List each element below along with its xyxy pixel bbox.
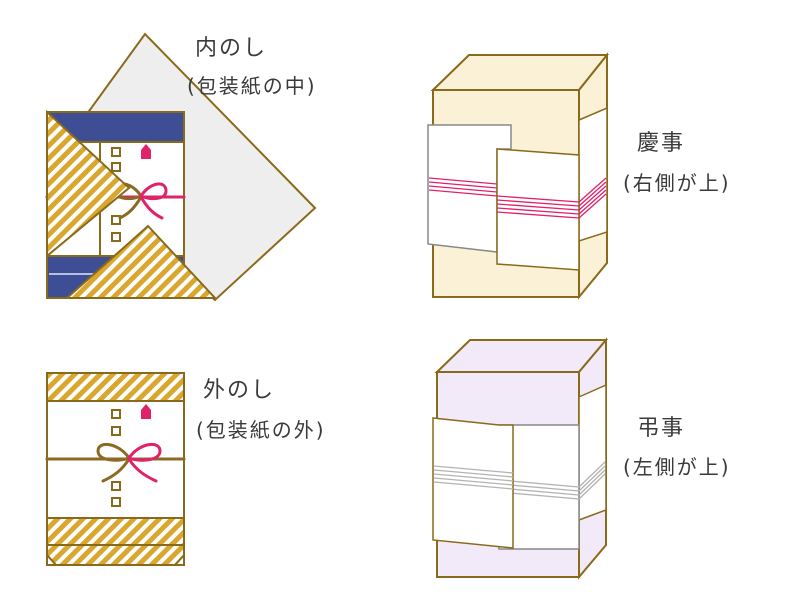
keiji-box-illustration (427, 52, 610, 300)
sotonoshi-title: 外のし (203, 378, 276, 403)
noshi-sheet-left (432, 417, 514, 549)
box-stripe-base (46, 544, 185, 566)
sotonoshi-subtitle: (包装紙の外) (196, 418, 326, 442)
keiji-title: 慶事 (637, 131, 686, 156)
uchinoshi-illustration (45, 32, 317, 302)
box-top-face (430, 54, 610, 91)
noshi-ornament (141, 404, 151, 419)
uchinoshi-subtitle: (包装紙の中) (187, 74, 317, 98)
noshi-sheet-right (496, 148, 580, 271)
choji-subtitle: (左側が上) (623, 455, 731, 479)
keiji-subtitle: (右側が上) (623, 171, 731, 195)
box-stripe-band-top (46, 372, 185, 402)
mizuhiki-lines (496, 177, 607, 219)
wrap-fold-left (46, 109, 131, 259)
sotonoshi-illustration (45, 372, 186, 566)
box-navy-band-top (46, 111, 185, 143)
box-stripe-band-bottom (46, 517, 185, 546)
mizuhiki-cord (45, 442, 186, 483)
noshi-ornament (141, 144, 151, 159)
mizuhiki-lines (433, 465, 514, 490)
wrap-fold-bottom (64, 224, 218, 299)
uchinoshi-title: 内のし (195, 36, 268, 61)
choji-title: 弔事 (637, 416, 686, 441)
choji-box-illustration (432, 337, 609, 580)
box-top-face (434, 339, 609, 373)
